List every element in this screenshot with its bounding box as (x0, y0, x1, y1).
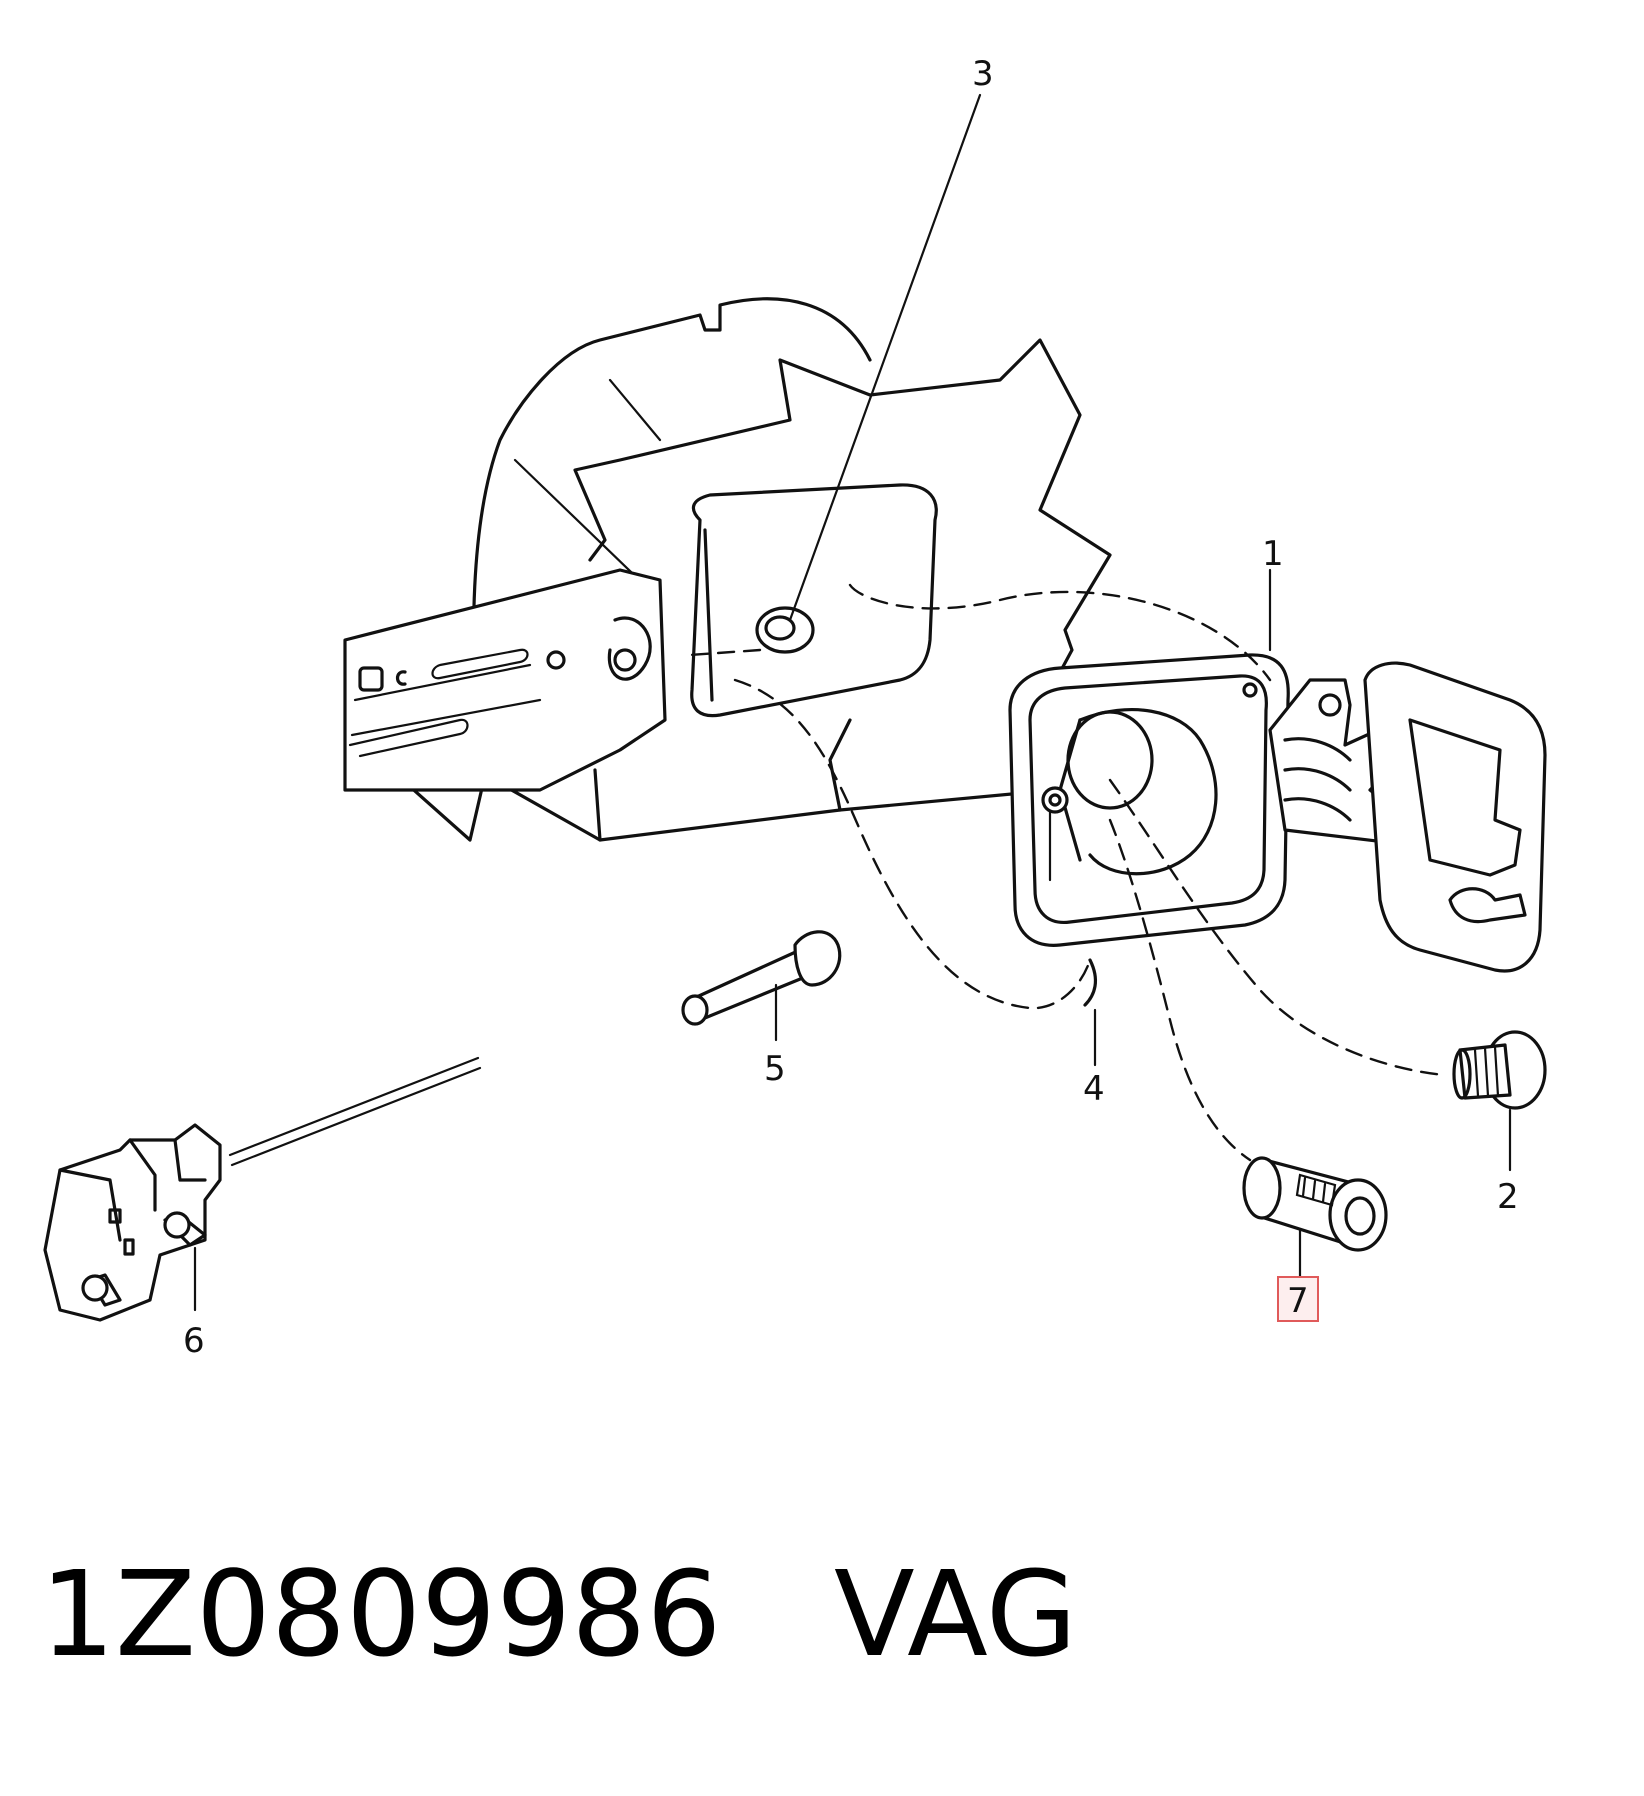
footer-caption: 1Z0809986 VAG (40, 1555, 1077, 1673)
fuel-filler-housing (1008, 653, 1547, 973)
callout-1: 1 (1262, 534, 1284, 574)
callout-2: 2 (1497, 1177, 1519, 1217)
callout-6: 6 (183, 1321, 205, 1361)
callout-4: 4 (1083, 1069, 1105, 1109)
dashed-guide-lines (688, 583, 1447, 1162)
release-cable (1083, 958, 1098, 1007)
lock-cylinder-part-7 (1242, 1156, 1388, 1252)
callout-3: 3 (972, 54, 994, 94)
hinge-pin-part-5 (681, 930, 842, 1026)
part-number: 1Z0809986 (40, 1545, 722, 1683)
callout-5: 5 (764, 1049, 786, 1089)
body-panel (343, 297, 1112, 842)
actuator-part-6 (43, 1056, 482, 1322)
clip-part-2 (1452, 1030, 1547, 1110)
brand-name: VAG (833, 1545, 1078, 1683)
callout-7: 7 (1287, 1281, 1309, 1321)
leader-lines (193, 93, 1512, 1312)
callout-7-highlight (1277, 1276, 1319, 1322)
